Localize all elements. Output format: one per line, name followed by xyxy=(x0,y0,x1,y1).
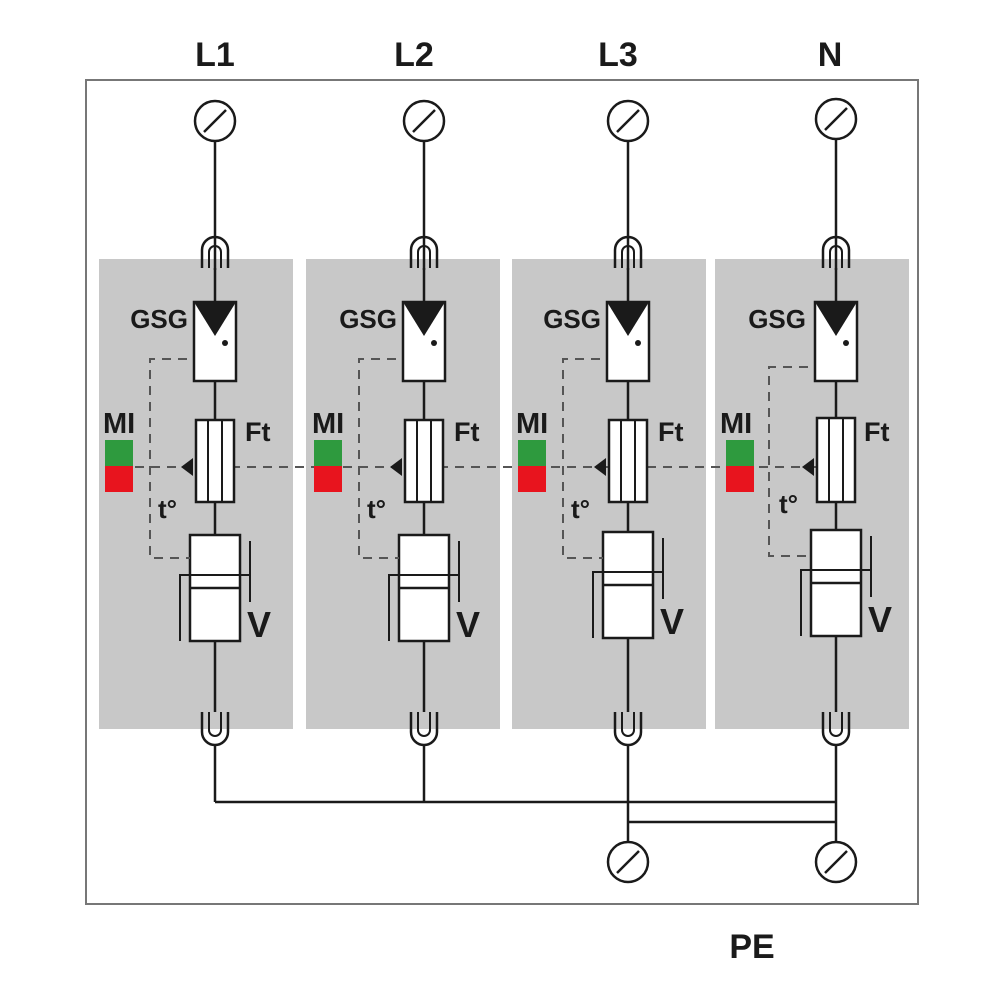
varistor-label: V xyxy=(456,604,480,645)
pe-terminal-1 xyxy=(606,840,650,884)
pole-circuit xyxy=(105,99,251,747)
spark-gap-triangle-icon xyxy=(815,302,857,336)
pe-terminal-2 xyxy=(814,840,858,884)
spark-gap-triangle-icon xyxy=(403,302,445,336)
varistor-bar-icon xyxy=(179,574,250,641)
plug-connector-icon xyxy=(200,235,230,268)
indicator-ok-green xyxy=(105,440,133,466)
thermal-link-dashed xyxy=(562,358,603,559)
plug-connector-icon xyxy=(613,235,643,268)
thermal-fuse-box xyxy=(607,418,649,504)
gap-label: GSG xyxy=(339,304,397,334)
terminal-label: L2 xyxy=(394,36,434,74)
thermal-fuse-box xyxy=(194,418,236,504)
terminal-label: L1 xyxy=(195,36,235,74)
pole-circuit xyxy=(314,99,460,747)
indicator-fault-red xyxy=(314,466,342,492)
pole-l1: L1 GSG MI Ft t° V xyxy=(103,36,271,747)
gap-label: GSG xyxy=(130,304,188,334)
enclosure-outline xyxy=(85,79,919,905)
pole-n: N GSG MI Ft t° V xyxy=(720,36,892,747)
spark-gap-triangle-icon xyxy=(194,302,236,336)
thermal-fuse-box xyxy=(815,416,857,504)
thermal-label: t° xyxy=(367,494,386,524)
thermal-link-dashed xyxy=(149,358,190,559)
indicator-fault-red xyxy=(518,466,546,492)
earth-label: PE xyxy=(729,928,774,966)
spark-gap-triangle-icon xyxy=(607,302,649,336)
indicator-label: MI xyxy=(103,408,135,440)
terminal-label: L3 xyxy=(598,36,638,74)
pole-l3: L3 GSG MI Ft t° V xyxy=(516,36,684,747)
fuse-label: Ft xyxy=(864,417,889,447)
thermal-label: t° xyxy=(779,489,798,519)
varistor-label: V xyxy=(868,599,892,640)
trip-arrow-icon xyxy=(594,458,606,476)
thermal-link-dashed xyxy=(358,358,399,559)
earth-bus xyxy=(213,745,838,842)
trip-arrow-icon xyxy=(181,458,193,476)
pole-l2: L2 GSG MI Ft t° V xyxy=(312,36,480,747)
pole-circuit xyxy=(518,99,664,747)
indicator-label: MI xyxy=(312,408,344,440)
fuse-label: Ft xyxy=(454,417,479,447)
gap-label: GSG xyxy=(543,304,601,334)
thermal-label: t° xyxy=(571,494,590,524)
varistor-bar-icon xyxy=(592,571,663,638)
indicator-fault-red xyxy=(726,466,754,492)
indicator-ok-green xyxy=(518,440,546,466)
module-4-background xyxy=(715,259,909,729)
fuse-label: Ft xyxy=(658,417,683,447)
varistor-label: V xyxy=(660,601,684,642)
terminal-label: N xyxy=(818,36,843,74)
indicator-label: MI xyxy=(516,408,548,440)
fuse-label: Ft xyxy=(245,417,270,447)
trip-arrow-icon xyxy=(390,458,402,476)
trip-arrow-icon xyxy=(802,458,814,476)
varistor-bar-icon xyxy=(800,569,871,636)
plug-connector-icon xyxy=(409,235,439,268)
pole-circuit xyxy=(726,97,872,747)
indicator-ok-green xyxy=(726,440,754,466)
indicator-ok-green xyxy=(314,440,342,466)
thermal-label: t° xyxy=(158,494,177,524)
gap-label: GSG xyxy=(748,304,806,334)
indicator-label: MI xyxy=(720,408,752,440)
plug-connector-icon xyxy=(821,235,851,268)
thermal-fuse-box xyxy=(403,418,445,504)
varistor-label: V xyxy=(247,604,271,645)
thermal-link-dashed xyxy=(768,366,811,557)
indicator-fault-red xyxy=(105,466,133,492)
varistor-bar-icon xyxy=(388,574,459,641)
